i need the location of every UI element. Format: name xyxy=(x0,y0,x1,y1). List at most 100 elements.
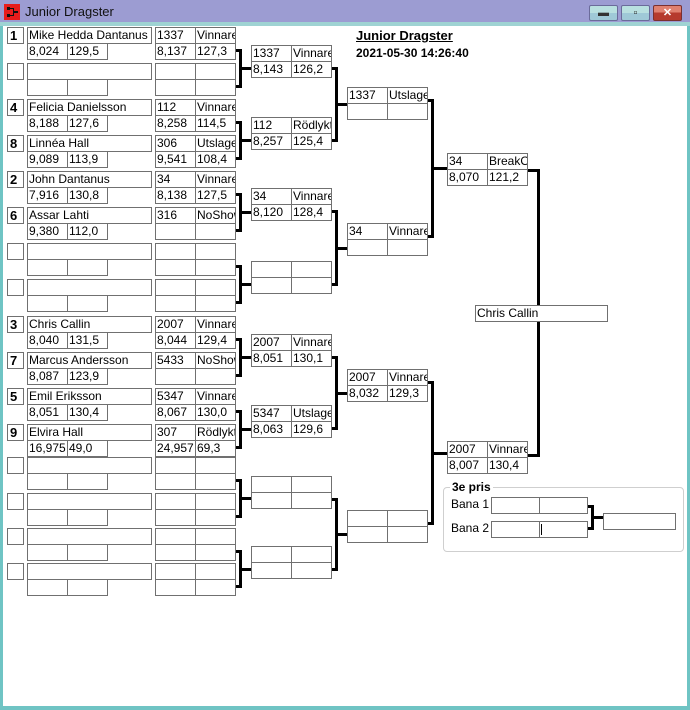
car-number[interactable] xyxy=(155,493,196,510)
r2-et[interactable]: 8,257 xyxy=(251,133,292,150)
race-status[interactable] xyxy=(195,63,236,80)
race-status[interactable] xyxy=(195,279,236,296)
reaction-et[interactable] xyxy=(27,295,68,312)
title-bar[interactable]: Junior Dragster ▬ ▫ ✕ xyxy=(0,0,690,22)
qual-speed[interactable] xyxy=(67,79,108,96)
race-status[interactable]: Vinnare xyxy=(195,171,236,188)
final-winner-field[interactable]: Chris Callin xyxy=(475,305,608,322)
driver-name[interactable] xyxy=(27,457,152,474)
r2-car[interactable] xyxy=(251,546,292,563)
r2-status[interactable] xyxy=(291,476,332,493)
race-speed[interactable] xyxy=(195,79,236,96)
qual-speed[interactable] xyxy=(67,259,108,276)
r3-status[interactable]: Vinnare xyxy=(387,223,428,240)
third-place-result[interactable] xyxy=(603,513,676,530)
reaction-et[interactable]: 8,040 xyxy=(27,332,68,349)
r2-et[interactable] xyxy=(251,562,292,579)
race-speed[interactable] xyxy=(195,544,236,561)
r2-et[interactable]: 8,143 xyxy=(251,61,292,78)
r2-et[interactable]: 8,063 xyxy=(251,421,292,438)
race-speed[interactable]: 127,5 xyxy=(195,187,236,204)
race-status[interactable] xyxy=(195,528,236,545)
race-speed[interactable]: 108,4 xyxy=(195,151,236,168)
r3-status[interactable]: Utslagen xyxy=(387,87,428,104)
qual-speed[interactable] xyxy=(67,295,108,312)
driver-name[interactable]: Marcus Andersson xyxy=(27,352,152,369)
qual-speed[interactable]: 112,0 xyxy=(67,223,108,240)
reaction-et[interactable]: 8,024 xyxy=(27,43,68,60)
race-et[interactable] xyxy=(155,579,196,596)
race-et[interactable]: 24,957 xyxy=(155,440,196,457)
reaction-et[interactable] xyxy=(27,509,68,526)
race-status[interactable] xyxy=(195,563,236,580)
r2-speed[interactable]: 129,6 xyxy=(291,421,332,438)
driver-name[interactable] xyxy=(27,493,152,510)
race-et[interactable]: 8,044 xyxy=(155,332,196,349)
reaction-et[interactable]: 8,087 xyxy=(27,368,68,385)
driver-name[interactable]: Chris Callin xyxy=(27,316,152,333)
qual-speed[interactable]: 49,0 xyxy=(67,440,108,457)
driver-name[interactable] xyxy=(27,279,152,296)
r4-et[interactable]: 8,007 xyxy=(447,457,488,474)
car-number[interactable]: 316 xyxy=(155,207,196,224)
seed-box[interactable]: 9 xyxy=(7,424,24,441)
r4-car[interactable]: 34 xyxy=(447,153,488,170)
race-et[interactable]: 8,138 xyxy=(155,187,196,204)
race-status[interactable]: Vinnare xyxy=(195,388,236,405)
r3-et[interactable] xyxy=(347,239,388,256)
seed-box[interactable]: 5 xyxy=(7,388,24,405)
driver-name[interactable]: Linnéa Hall xyxy=(27,135,152,152)
driver-name[interactable]: John Dantanus xyxy=(27,171,152,188)
car-number[interactable]: 306 xyxy=(155,135,196,152)
race-speed[interactable]: 130,0 xyxy=(195,404,236,421)
driver-name[interactable] xyxy=(27,563,152,580)
driver-name[interactable]: Mike Hedda Dantanus xyxy=(27,27,152,44)
race-status[interactable]: Vinnare xyxy=(195,99,236,116)
car-number[interactable]: 34 xyxy=(155,171,196,188)
driver-name[interactable] xyxy=(27,243,152,260)
car-number[interactable] xyxy=(155,63,196,80)
car-number[interactable]: 5433 xyxy=(155,352,196,369)
reaction-et[interactable] xyxy=(27,259,68,276)
reaction-et[interactable]: 9,089 xyxy=(27,151,68,168)
reaction-et[interactable]: 7,916 xyxy=(27,187,68,204)
race-speed[interactable] xyxy=(195,295,236,312)
race-et[interactable]: 8,258 xyxy=(155,115,196,132)
close-button[interactable]: ✕ xyxy=(653,5,682,21)
race-et[interactable] xyxy=(155,544,196,561)
race-speed[interactable]: 129,4 xyxy=(195,332,236,349)
r4-speed[interactable]: 130,4 xyxy=(487,457,528,474)
third-lane2-status[interactable] xyxy=(539,521,588,538)
r2-et[interactable]: 8,120 xyxy=(251,204,292,221)
driver-name[interactable]: Assar Lahti xyxy=(27,207,152,224)
race-speed[interactable]: 127,3 xyxy=(195,43,236,60)
car-number[interactable]: 1337 xyxy=(155,27,196,44)
r2-speed[interactable]: 130,1 xyxy=(291,350,332,367)
race-status[interactable]: NoShow xyxy=(195,207,236,224)
race-status[interactable]: Vinnare xyxy=(195,27,236,44)
car-number[interactable] xyxy=(155,457,196,474)
r3-speed[interactable] xyxy=(387,239,428,256)
r3-et[interactable] xyxy=(347,526,388,543)
r2-car[interactable] xyxy=(251,476,292,493)
qual-speed[interactable]: 127,6 xyxy=(67,115,108,132)
car-number[interactable] xyxy=(155,528,196,545)
maximize-button[interactable]: ▫ xyxy=(621,5,650,21)
qual-speed[interactable]: 130,8 xyxy=(67,187,108,204)
race-speed[interactable]: 69,3 xyxy=(195,440,236,457)
qual-speed[interactable]: 131,5 xyxy=(67,332,108,349)
race-speed[interactable] xyxy=(195,223,236,240)
minimize-button[interactable]: ▬ xyxy=(589,5,618,21)
reaction-et[interactable] xyxy=(27,579,68,596)
r4-car[interactable]: 2007 xyxy=(447,441,488,458)
race-status[interactable] xyxy=(195,243,236,260)
r2-speed[interactable] xyxy=(291,562,332,579)
race-status[interactable] xyxy=(195,493,236,510)
r3-car[interactable]: 1337 xyxy=(347,87,388,104)
r2-et[interactable] xyxy=(251,492,292,509)
race-status[interactable]: Vinnare xyxy=(195,316,236,333)
r2-status[interactable]: Vinnare xyxy=(291,334,332,351)
car-number[interactable] xyxy=(155,563,196,580)
seed-box[interactable] xyxy=(7,563,24,580)
r4-status[interactable]: BreakOut xyxy=(487,153,528,170)
